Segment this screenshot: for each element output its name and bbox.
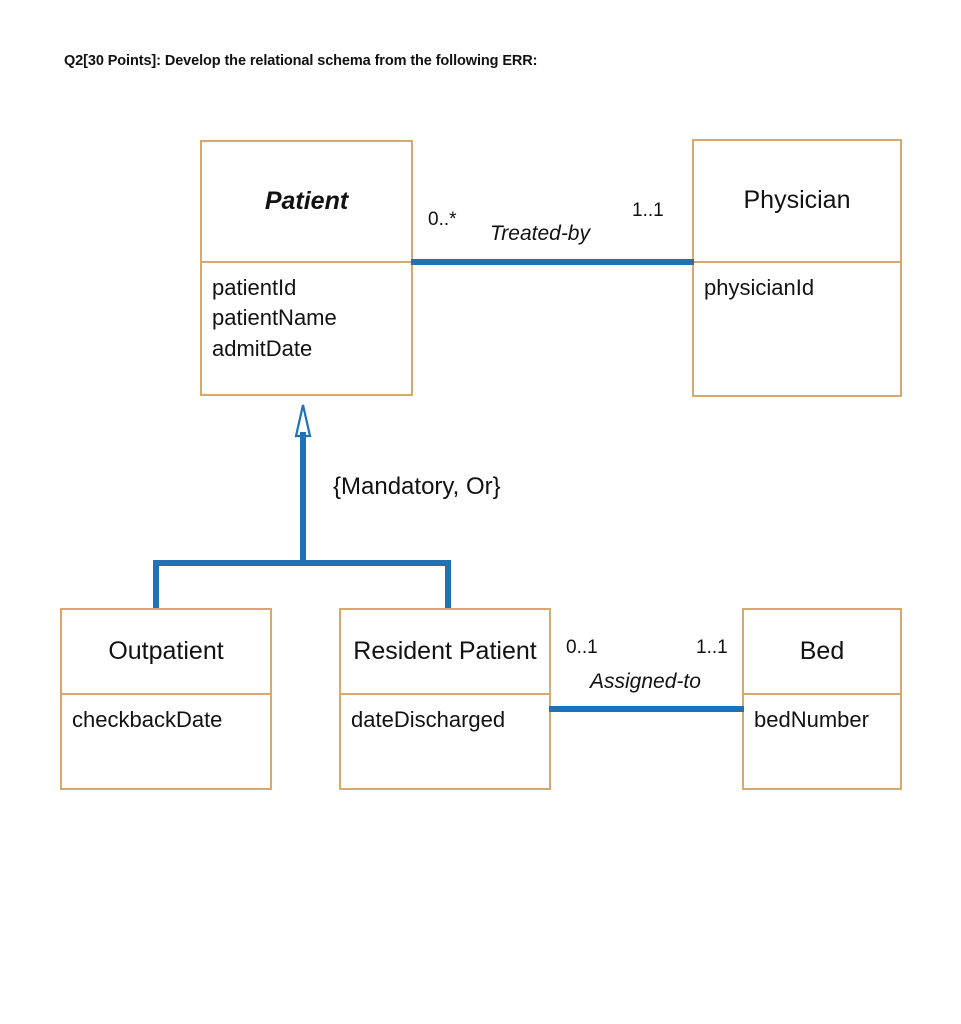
multiplicity-physician-treated-by: 1..1 [632, 200, 664, 221]
entity-patient-header: Patient [202, 142, 411, 263]
entity-physician-attributes: physicianId [694, 263, 900, 395]
entity-outpatient[interactable]: Outpatient checkbackDate [60, 608, 272, 790]
entity-bed-attributes: bedNumber [744, 695, 900, 788]
page-title: Q2[30 Points]: Develop the relational sc… [64, 53, 538, 69]
multiplicity-bed-assigned-to: 1..1 [696, 637, 728, 658]
entity-outpatient-header: Outpatient [62, 610, 270, 695]
entity-physician-name: Physician [743, 186, 851, 215]
attribute-physicianId: physicianId [704, 275, 815, 300]
entity-physician-header: Physician [694, 141, 900, 263]
entity-outpatient-name: Outpatient [108, 636, 224, 665]
attribute-patientId: patientId [212, 275, 297, 300]
entity-resident-patient-header: Resident Patient [341, 610, 549, 695]
entity-bed[interactable]: Bed bedNumber [742, 608, 902, 790]
entity-bed-header: Bed [744, 610, 900, 695]
generalization-branch-resident-patient [445, 560, 451, 610]
attribute-checkbackDate: checkbackDate [72, 707, 223, 732]
association-line-assigned-to [549, 706, 744, 712]
entity-resident-patient-name: Resident Patient [353, 636, 537, 665]
entity-patient[interactable]: Patient patientId patientName admitDate [200, 140, 413, 396]
entity-resident-patient[interactable]: Resident Patient dateDischarged [339, 608, 551, 790]
relationship-label-treated-by: Treated-by [490, 222, 590, 245]
attribute-patientName: patientName [212, 305, 337, 331]
relationship-label-assigned-to: Assigned-to [590, 670, 701, 693]
entity-bed-name: Bed [799, 636, 845, 665]
generalization-branch-outpatient [153, 560, 159, 610]
entity-outpatient-attributes: checkbackDate [62, 695, 270, 788]
entity-resident-patient-attributes: dateDischarged [341, 695, 549, 788]
attribute-bedNumber: bedNumber [754, 707, 869, 732]
generalization-trunk-line [300, 432, 306, 566]
entity-patient-name: Patient [264, 186, 349, 215]
generalization-constraint-label: {Mandatory, Or} [333, 473, 501, 500]
association-line-treated-by [411, 259, 694, 265]
entity-patient-attributes: patientId patientName admitDate [202, 263, 411, 394]
attribute-dateDischarged: dateDischarged [351, 707, 506, 732]
multiplicity-patient-treated-by: 0..* [428, 209, 457, 230]
multiplicity-resident-patient-assigned-to: 0..1 [566, 637, 598, 658]
entity-physician[interactable]: Physician physicianId [692, 139, 902, 397]
generalization-fork-line [153, 560, 451, 566]
attribute-admitDate: admitDate [212, 335, 313, 361]
